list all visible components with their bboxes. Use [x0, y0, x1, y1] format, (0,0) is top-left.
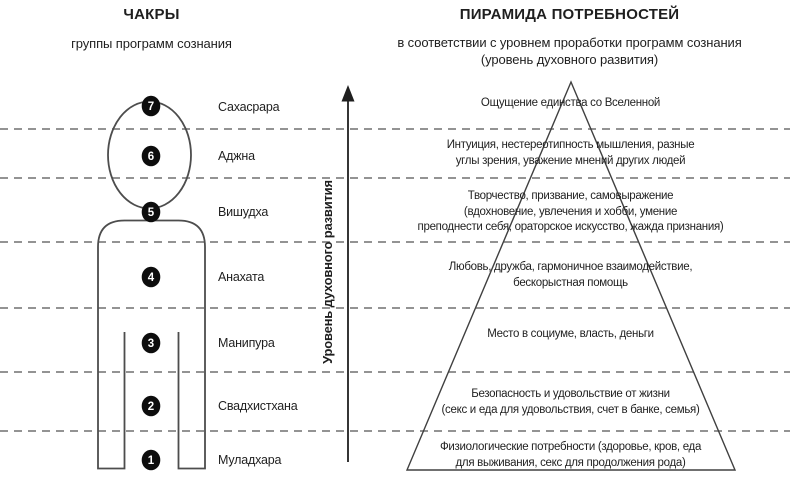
- pyramid-level-5-text: Творчество, призвание, самовыражение (вд…: [395, 189, 746, 236]
- axis-label: Уровень духовного развития: [320, 180, 335, 364]
- chakra-7-dot: [141, 95, 161, 117]
- pyramid-level-1-text: Физиологические потребности (здоровье, к…: [395, 440, 746, 471]
- left-header: ЧАКРЫ группы программ сознания: [10, 6, 293, 52]
- pyramid-level-line: Безопасность и удовольствие от жизни: [471, 388, 670, 400]
- chakra-label-7: Сахасрара: [218, 100, 280, 114]
- pyramid-level-line: бескорыстная помощь: [513, 276, 628, 289]
- level-divider: [0, 177, 790, 179]
- chakra-6-dot: [141, 145, 161, 167]
- level-divider: [0, 307, 790, 309]
- pyramid-level-6-text: Интуиция, нестереотипность мышления, раз…: [395, 138, 746, 169]
- level-divider: [0, 430, 790, 432]
- pyramid-level-2-text: Безопасность и удовольствие от жизни (се…: [395, 387, 746, 418]
- pyramid-level-7-text: Ощущение единства со Вселенной: [395, 96, 746, 112]
- chakra-label-6: Аджна: [218, 149, 255, 163]
- chakra-markers: 7 6 5 4 3 2 1: [141, 95, 161, 471]
- chakra-1-number: 1: [148, 455, 155, 467]
- pyramid-level-line: (секс и еда для удовольствия, счет в бан…: [441, 403, 700, 416]
- chakra-label-5: Вишудха: [218, 205, 269, 219]
- right-subtitle-line1: в соответствии с уровнем проработки прог…: [397, 35, 742, 50]
- chakra-5-dot: [141, 201, 161, 223]
- pyramid-level-line: (вдохновение, увлечения и хобби, умение: [463, 205, 678, 218]
- level-divider: [0, 128, 790, 130]
- left-title: ЧАКРЫ: [123, 6, 180, 23]
- chakra-2-dot: [141, 395, 161, 417]
- pyramid-level-line: углы зрения, уважение мнений других люде…: [455, 154, 686, 167]
- pyramid-level-line: Творчество, призвание, самовыражение: [467, 190, 674, 202]
- left-subtitle: группы программ сознания: [71, 36, 232, 51]
- chakra-label-3: Манипура: [218, 336, 275, 350]
- chakra-4-number: 4: [148, 272, 155, 284]
- pyramid-level-3-text: Место в социуме, власть, деньги: [395, 327, 746, 343]
- chakra-6-number: 6: [148, 151, 154, 163]
- chakra-3-number: 3: [148, 338, 154, 350]
- right-header: ПИРАМИДА ПОТРЕБНОСТЕЙ в соответствии с у…: [380, 6, 759, 67]
- pyramid-level-line: преподнести себя, ораторское искусство, …: [417, 221, 724, 233]
- pyramid-level-line: Физиологические потребности (здоровье, к…: [439, 441, 702, 453]
- right-title: ПИРАМИДА ПОТРЕБНОСТЕЙ: [459, 6, 680, 23]
- chakra-1-dot: [141, 449, 161, 471]
- chakra-7-number: 7: [148, 101, 154, 113]
- pyramid-level-line: для выживания, секс для продолжения рода…: [455, 456, 686, 469]
- chakra-label-4: Анахата: [218, 270, 265, 284]
- chakra-label-2: Свадхистхана: [218, 399, 298, 413]
- pyramid-level-line: Интуиция, нестереотипность мышления, раз…: [446, 139, 695, 151]
- pyramid-level-line: Место в социуме, власть, деньги: [487, 328, 654, 340]
- chakra-3-dot: [141, 332, 161, 354]
- chakra-label-1: Муладхара: [218, 453, 282, 467]
- level-divider: [0, 371, 790, 373]
- level-divider: [0, 241, 790, 243]
- spiritual-axis-arrow-icon: [341, 85, 355, 462]
- pyramid-level-line: Ощущение единства со Вселенной: [480, 97, 661, 109]
- pyramid-level-4-text: Любовь, дружба, гармоничное взаимодейств…: [395, 260, 746, 291]
- chakra-4-dot: [141, 266, 161, 288]
- pyramid-level-line: Любовь, дружба, гармоничное взаимодейств…: [448, 261, 693, 273]
- pyramid-outline: [405, 80, 737, 471]
- chakra-5-number: 5: [148, 207, 155, 219]
- right-subtitle-line2: (уровень духовного развития): [480, 52, 659, 67]
- chakra-2-number: 2: [148, 401, 154, 413]
